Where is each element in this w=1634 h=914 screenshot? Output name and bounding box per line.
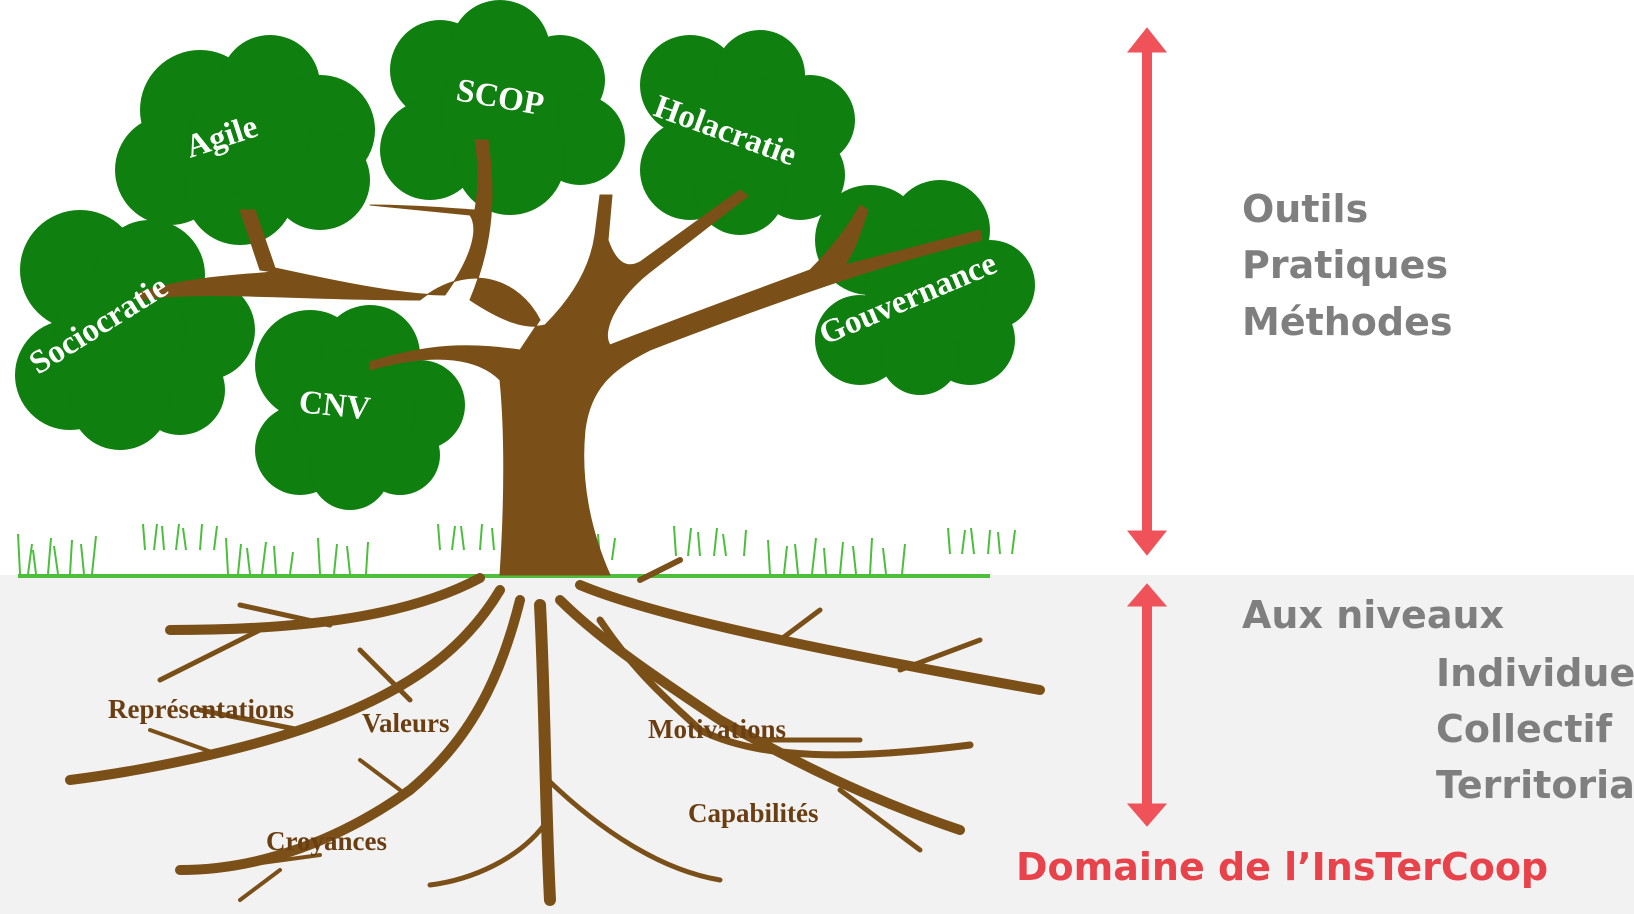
label-croyances: Croyances — [266, 826, 387, 856]
canopy-holacratie — [640, 30, 855, 235]
arrow-top — [1126, 27, 1168, 556]
side-aux-niveaux: Aux niveaux — [1242, 593, 1504, 637]
canopy-cnv — [255, 305, 465, 510]
canopy-agile — [115, 35, 375, 245]
label-representations: Représentations — [108, 694, 294, 724]
tree-trunk — [139, 139, 983, 576]
arrow-bottom — [1126, 583, 1168, 827]
domain-title: Domaine de l’InsTerCoop — [1016, 845, 1548, 889]
canopy-sociocratie — [15, 210, 255, 450]
side-territorial: Territorial — [1436, 763, 1634, 807]
label-capabilites: Capabilités — [688, 798, 819, 828]
canopy-scop — [380, 0, 625, 215]
label-cnv: CNV — [297, 384, 372, 427]
side-collectif: Collectif — [1436, 707, 1613, 751]
side-text-top: Outils Pratiques Méthodes — [1242, 187, 1453, 344]
side-text-bottom: Aux niveaux Individuel Collectif Territo… — [1242, 593, 1634, 807]
side-pratiques: Pratiques — [1242, 243, 1448, 287]
side-outils: Outils — [1242, 187, 1368, 231]
tree-roots — [65, 557, 1045, 906]
label-motivations: Motivations — [648, 714, 786, 744]
side-individuel: Individuel — [1436, 651, 1634, 695]
label-valeurs: Valeurs — [362, 708, 450, 738]
canopy-group — [15, 0, 1035, 510]
side-methodes: Méthodes — [1242, 300, 1453, 344]
root-labels: Représentations Valeurs Motivations Capa… — [108, 694, 819, 856]
